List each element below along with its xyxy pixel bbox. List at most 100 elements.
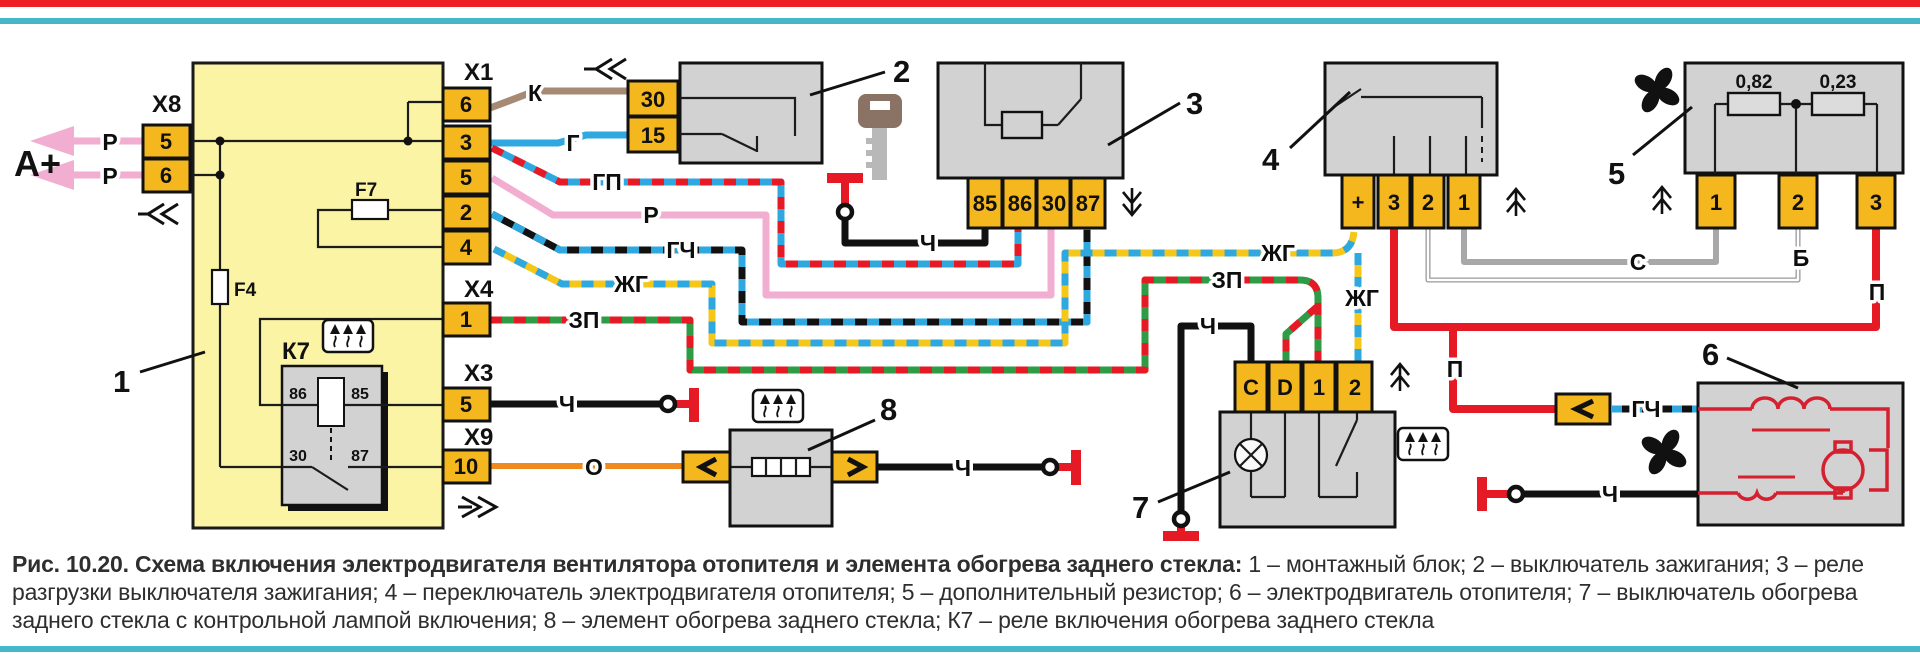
additional-resistor: 0,82 0,23 1 2 3 5 — [1608, 55, 1905, 230]
defogger-switch: C D 1 2 7 — [1132, 360, 1450, 529]
wire-ch-defogger — [1177, 322, 1255, 512]
top-red-bar — [0, 0, 1920, 7]
wire-label-ch: Ч — [1602, 481, 1618, 507]
heater-fan-switch: + 3 2 1 4 — [1262, 61, 1527, 230]
callout-2: 2 — [893, 54, 910, 89]
wire-label-gch: ГЧ — [1631, 396, 1660, 422]
callout-7: 7 — [1132, 490, 1149, 525]
battery-feed-arrow — [30, 126, 74, 156]
battery-label: А+ — [14, 143, 61, 184]
bottom-teal-rule — [0, 646, 1920, 652]
x3-label: Х3 — [464, 360, 493, 387]
switch4-pin-plus: + — [1352, 190, 1365, 215]
k7-pin-87: 87 — [351, 448, 369, 465]
relay3-pin-85: 85 — [973, 191, 997, 216]
wire-ch-relay85 — [841, 219, 989, 247]
switch7-pin-c: C — [1243, 375, 1259, 400]
wire-label-zhg: ЖГ — [1260, 240, 1295, 266]
harness-continuation-chevrons — [458, 495, 500, 519]
x1-pin: 6 — [460, 92, 472, 117]
ignition-pin-15: 15 — [641, 123, 665, 148]
caption-legend: 1 – монтажный блок; 2 – выключатель зажи… — [12, 551, 1864, 633]
body-ground-icon — [1121, 186, 1143, 217]
resistor-value-1: 0,82 — [1736, 72, 1773, 93]
connector-pins: 5 6 6 3 5 2 4 1 5 10 Х8 Х1 Х4 Х3 Х9 — [141, 59, 500, 519]
indicator-lamp-icon — [1239, 443, 1263, 467]
x9-pin: 10 — [454, 454, 478, 479]
body-ground-icon — [1651, 185, 1673, 216]
k7-label: К7 — [282, 338, 310, 365]
wire-gch-black-blue — [490, 210, 1091, 326]
wire-label-k: К — [528, 80, 543, 106]
battery-feed-arrow — [30, 160, 74, 190]
wire-label-o: О — [585, 454, 603, 480]
ring-terminals — [658, 202, 1526, 529]
top-teal-rule — [0, 18, 1920, 24]
wire-label-p: П — [1447, 356, 1464, 382]
fuse-f7 — [350, 198, 390, 221]
wire-label-r: Р — [643, 202, 658, 228]
resistor-pin-3: 3 — [1870, 190, 1882, 215]
fuse-f7-label: F7 — [355, 180, 377, 201]
wire-s-gray — [1461, 229, 1719, 265]
inline-connector-arrow — [830, 450, 879, 484]
wire-label-b: Б — [1793, 245, 1810, 271]
wire-label-ch: Ч — [559, 391, 575, 417]
body-ground-icon — [1389, 362, 1411, 393]
unloading-relay: 85 86 30 87 3 — [936, 61, 1203, 230]
wire-label-ch: Ч — [920, 230, 936, 256]
wire-k-brown — [488, 87, 628, 112]
relay3-pin-30: 30 — [1042, 191, 1066, 216]
wire-label-ch: Ч — [1200, 313, 1216, 339]
resistor-pin-2: 2 — [1792, 190, 1804, 215]
relay3-pin-87: 87 — [1076, 191, 1100, 216]
wire-zp-green-red — [490, 276, 1322, 374]
x4-label: Х4 — [464, 276, 494, 303]
wire-label-zhg: ЖГ — [613, 271, 648, 297]
body-ground-icon — [1505, 187, 1527, 218]
k7-pin-85: 85 — [351, 386, 369, 403]
ignition-switch: 30 15 2 — [584, 54, 910, 180]
x8-pin: 5 — [160, 129, 172, 154]
wire-labels: Р Р К Г ГП Р ГЧ ЖГ ЗП Ч О Ч Ч ЗП ЖГ ЖГ Ч… — [99, 77, 1889, 511]
callout-8: 8 — [880, 392, 897, 427]
wire-g-blue — [490, 131, 628, 147]
x1-pin: 3 — [460, 130, 472, 155]
wire-label-zhg: ЖГ — [1344, 285, 1379, 311]
wire-label-g: Г — [566, 130, 579, 156]
x1-pin: 2 — [460, 200, 472, 225]
x1-pin: 4 — [460, 235, 473, 260]
ignition-key-icon — [858, 94, 902, 180]
ground-taps — [676, 173, 1509, 541]
figure-caption: Рис. 10.20. Схема включения электродвига… — [12, 550, 1908, 634]
callout-3: 3 — [1186, 86, 1203, 121]
heating-element: 8 — [681, 388, 897, 528]
callout-5: 5 — [1608, 156, 1625, 191]
switch4-pin-2: 2 — [1422, 190, 1434, 215]
harness-continuation-chevrons — [138, 202, 179, 226]
x8-label: Х8 — [152, 91, 181, 118]
x4-pin: 1 — [460, 307, 472, 332]
switch7-pin-2: 2 — [1349, 375, 1361, 400]
switch4-pin-3: 3 — [1388, 190, 1400, 215]
resistor-pin-1: 1 — [1710, 190, 1722, 215]
wire-label-ch: Ч — [955, 455, 971, 481]
wire-label-r: Р — [102, 163, 117, 189]
wire-b-white — [1425, 229, 1801, 283]
heated-rear-window-icon — [321, 318, 375, 354]
inline-connector-arrow — [1554, 392, 1612, 426]
x3-pin: 5 — [460, 392, 472, 417]
x1-label: Х1 — [464, 59, 493, 86]
switch7-pin-1: 1 — [1313, 375, 1325, 400]
switch7-pin-d: D — [1277, 375, 1293, 400]
heated-rear-window-icon — [1396, 426, 1450, 462]
callout-4: 4 — [1262, 142, 1280, 177]
wire-label-zp: ЗП — [569, 307, 600, 333]
x1-pin: 5 — [460, 165, 472, 190]
k7-pin-86: 86 — [289, 386, 307, 403]
wires — [488, 87, 1880, 512]
x9-label: Х9 — [464, 424, 493, 451]
callout-1: 1 — [113, 364, 130, 399]
callout-6: 6 — [1702, 337, 1719, 372]
